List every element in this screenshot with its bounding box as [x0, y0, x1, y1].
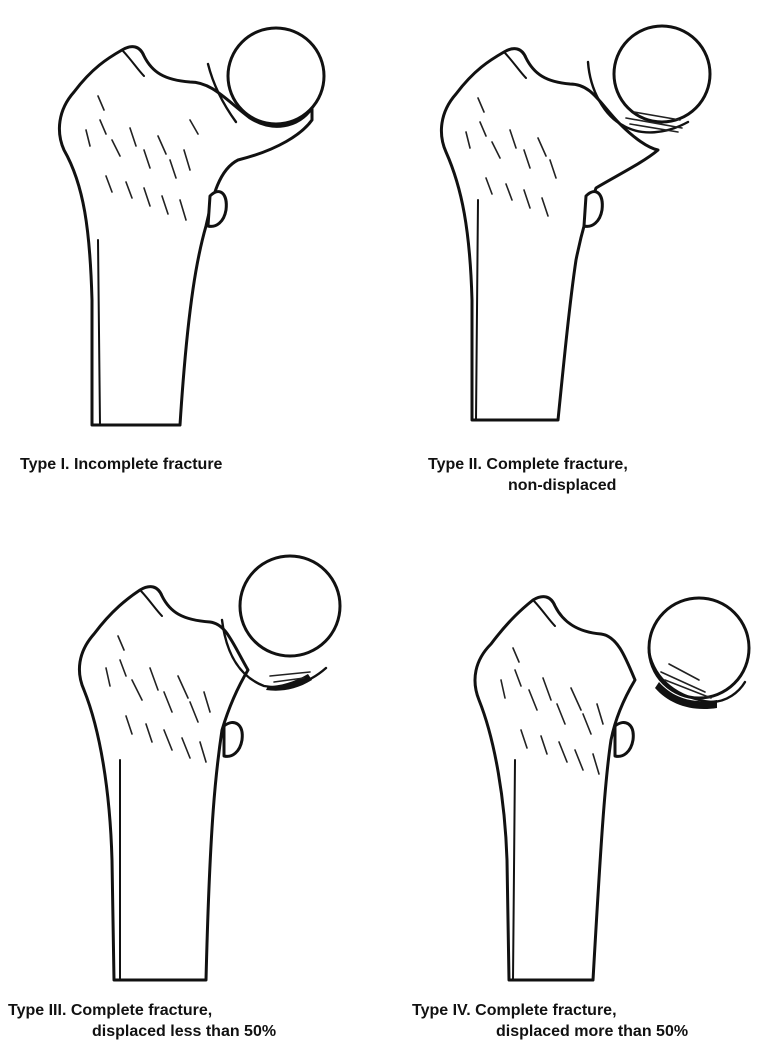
femur-type-2-drawing	[420, 0, 730, 430]
caption-type-3: Type III. Complete fracture, displaced l…	[8, 1000, 276, 1042]
caption-type-4-line1: Complete fracture,	[475, 1002, 616, 1019]
panel-type-2	[420, 0, 730, 430]
femoral-head	[614, 26, 710, 122]
femoral-head	[240, 556, 340, 656]
panel-type-4	[455, 560, 765, 990]
lesser-trochanter	[224, 722, 242, 756]
femoral-head	[649, 598, 749, 698]
caption-type-2-line1: Complete fracture,	[486, 456, 627, 473]
caption-type-3-line1: Complete fracture,	[71, 1002, 212, 1019]
caption-type-1: Type I. Incomplete fracture	[20, 454, 222, 475]
caption-type-4: Type IV. Complete fracture, displaced mo…	[412, 1000, 688, 1042]
caption-type-2-line2: non-displaced	[428, 475, 628, 496]
caption-type-3-type: Type III.	[8, 1000, 66, 1021]
femur-shaft	[79, 587, 248, 980]
femur-shaft	[475, 597, 635, 980]
lesser-trochanter	[615, 722, 633, 756]
femur-type-4-drawing	[455, 560, 765, 990]
caption-type-2-type: Type II.	[428, 454, 482, 475]
caption-type-2: Type II. Complete fracture, non-displace…	[428, 454, 628, 496]
caption-type-4-type: Type IV.	[412, 1000, 471, 1021]
femur-type-3-drawing	[60, 540, 360, 990]
caption-type-1-line1: Incomplete fracture	[74, 456, 222, 473]
caption-type-3-line2: displaced less than 50%	[8, 1021, 276, 1042]
caption-type-1-type: Type I.	[20, 454, 70, 475]
femur-type-1-drawing	[40, 0, 340, 430]
lesser-trochanter	[208, 192, 226, 227]
panel-type-1	[40, 0, 340, 430]
caption-type-4-line2: displaced more than 50%	[412, 1021, 688, 1042]
lesser-trochanter	[584, 192, 602, 227]
panel-type-3	[60, 540, 360, 990]
femoral-head	[228, 28, 324, 124]
